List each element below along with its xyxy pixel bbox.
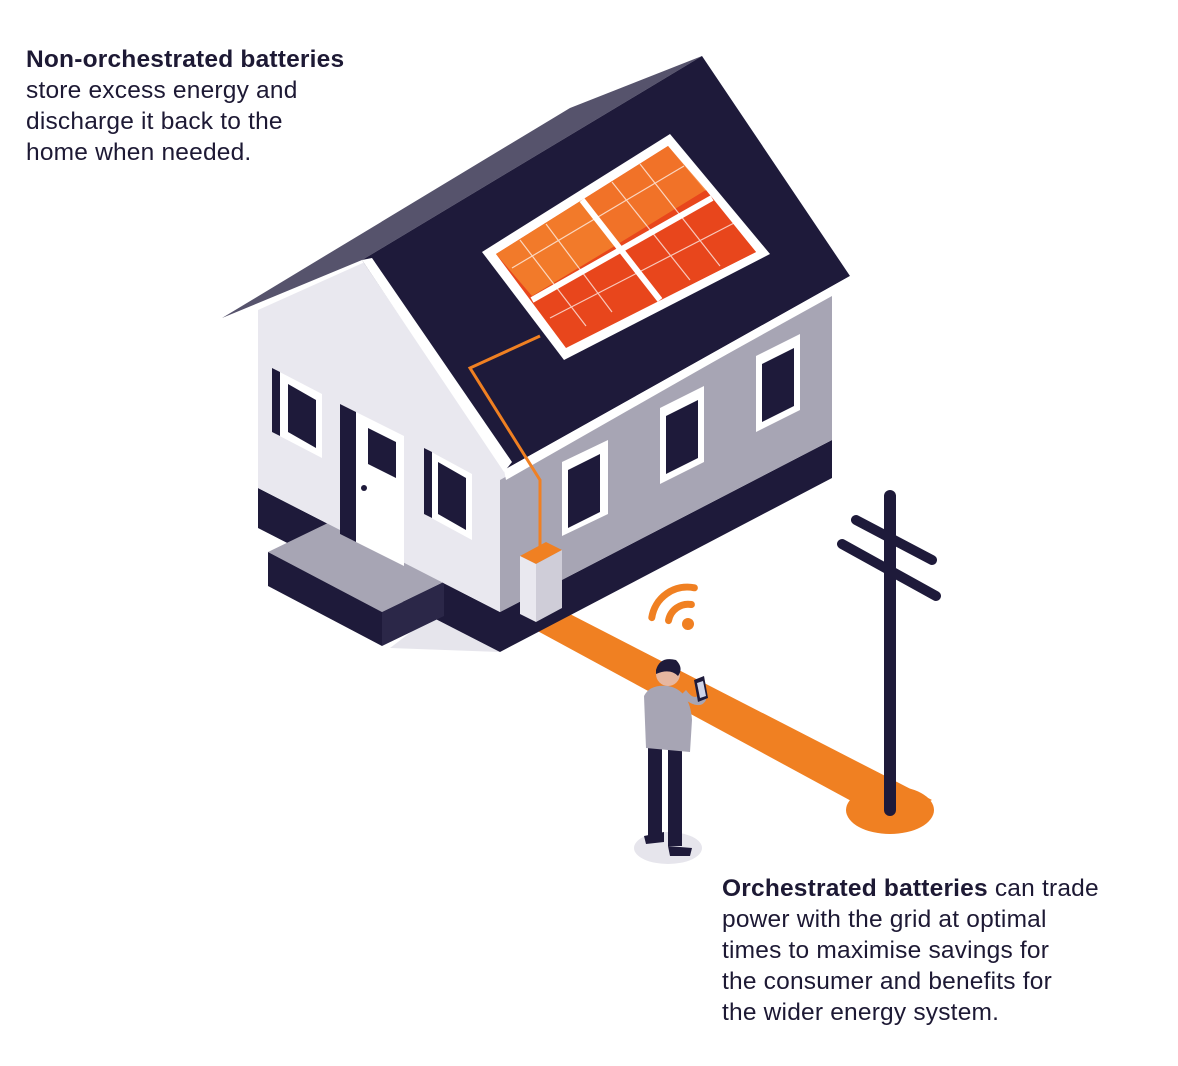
porch-side: [382, 582, 444, 646]
utility-pole-icon: [837, 490, 941, 816]
caption-top-bold: Non-orchestrated batteries: [26, 46, 345, 73]
solar-panel-icon: [482, 134, 770, 360]
caption-non-orchestrated: Non-orchestrated batteries store excess …: [26, 44, 406, 168]
front-window-right: [424, 448, 472, 540]
side-window-1: [562, 440, 608, 536]
foundation-side: [500, 440, 832, 652]
caption-top-line-2: store excess energy and: [26, 77, 298, 104]
power-path: [532, 612, 932, 822]
caption-bottom-line-5: the wider energy system.: [722, 999, 1000, 1026]
front-door: [340, 404, 404, 566]
side-window-3: [756, 334, 800, 432]
caption-bottom-line-1: Orchestrated batteries can trade: [722, 873, 1162, 904]
front-window-left: [272, 368, 322, 458]
caption-top-line-3: discharge it back to the: [26, 108, 283, 135]
wifi-signal-icon: [648, 583, 698, 630]
house-shadow: [390, 610, 500, 652]
caption-bottom-bold: Orchestrated batteries: [722, 875, 988, 902]
caption-bottom-rest: can trade: [987, 875, 1099, 902]
caption-bottom-line-4: the consumer and benefits for: [722, 968, 1052, 995]
side-window-2: [660, 386, 704, 484]
caption-bottom-line-2: power with the grid at optimal: [722, 906, 1047, 933]
person-with-phone-icon: [634, 659, 708, 864]
caption-bottom-line-3: times to maximise savings for: [722, 937, 1050, 964]
caption-top-line-1: Non-orchestrated batteries: [26, 44, 406, 75]
caption-orchestrated: Orchestrated batteries can trade power w…: [722, 873, 1162, 1028]
roof-top-edge: [222, 56, 702, 318]
caption-top-line-4: home when needed.: [26, 139, 252, 166]
porch-front: [268, 552, 382, 646]
roof-trim: [362, 258, 512, 472]
roof-bottom-trim: [504, 276, 850, 480]
porch-top: [268, 522, 444, 612]
battery-unit-icon: [520, 542, 562, 622]
battery-cable: [467, 334, 542, 546]
